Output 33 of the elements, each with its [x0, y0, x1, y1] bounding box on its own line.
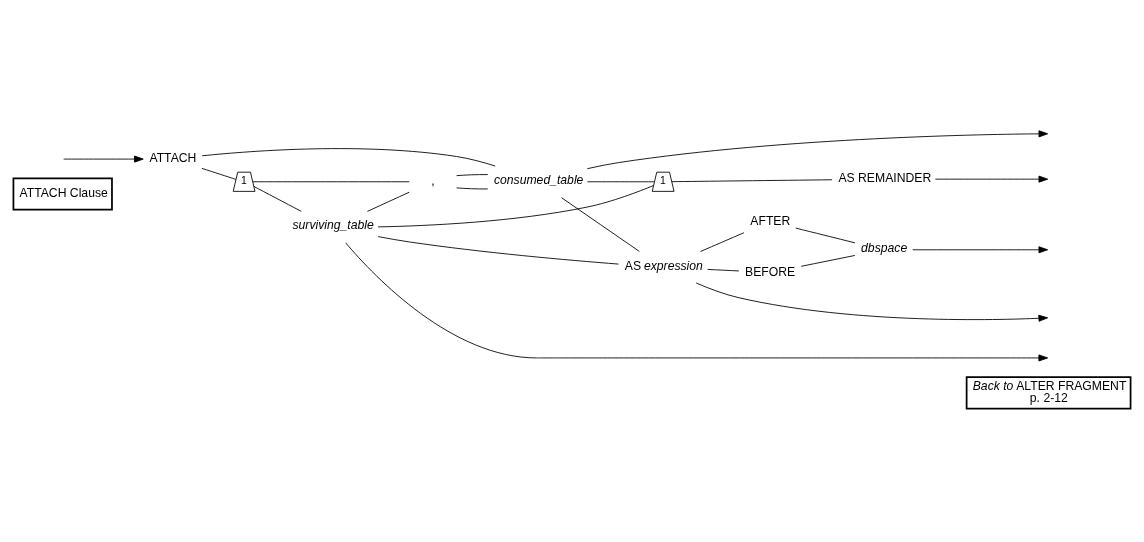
arrow	[63, 155, 144, 163]
connector	[561, 197, 640, 252]
node-text: ATTACH	[149, 151, 197, 166]
arrow	[934, 175, 1049, 183]
node-text: AS expression	[624, 258, 703, 273]
connector	[366, 191, 410, 212]
node-text: surviving_table	[292, 218, 374, 233]
node-box: ATTACH Clause	[12, 177, 113, 211]
node-text: BEFORE	[745, 264, 796, 279]
connector	[700, 232, 745, 252]
arrow	[345, 242, 1049, 362]
connector	[795, 227, 856, 244]
node-text: consumed_table	[493, 173, 584, 188]
connector	[456, 174, 489, 177]
connector	[377, 236, 619, 265]
node-box: Back to ALTER FRAGMENT p. 2-12	[965, 376, 1132, 410]
node-text: ,	[431, 173, 435, 188]
node-text: AFTER	[750, 214, 791, 229]
connector	[201, 148, 496, 167]
node-text: dbspace	[861, 241, 908, 256]
connector	[800, 255, 856, 267]
arrow	[912, 246, 1049, 254]
connector	[671, 179, 833, 183]
arrow	[695, 282, 1049, 322]
connector	[377, 185, 654, 228]
connector	[252, 181, 410, 183]
connector	[586, 181, 655, 183]
connector	[253, 186, 302, 212]
arrow	[586, 130, 1049, 170]
connector	[707, 268, 740, 272]
connector	[201, 167, 237, 180]
node-text: AS REMAINDER	[838, 171, 932, 186]
connector	[456, 187, 489, 190]
